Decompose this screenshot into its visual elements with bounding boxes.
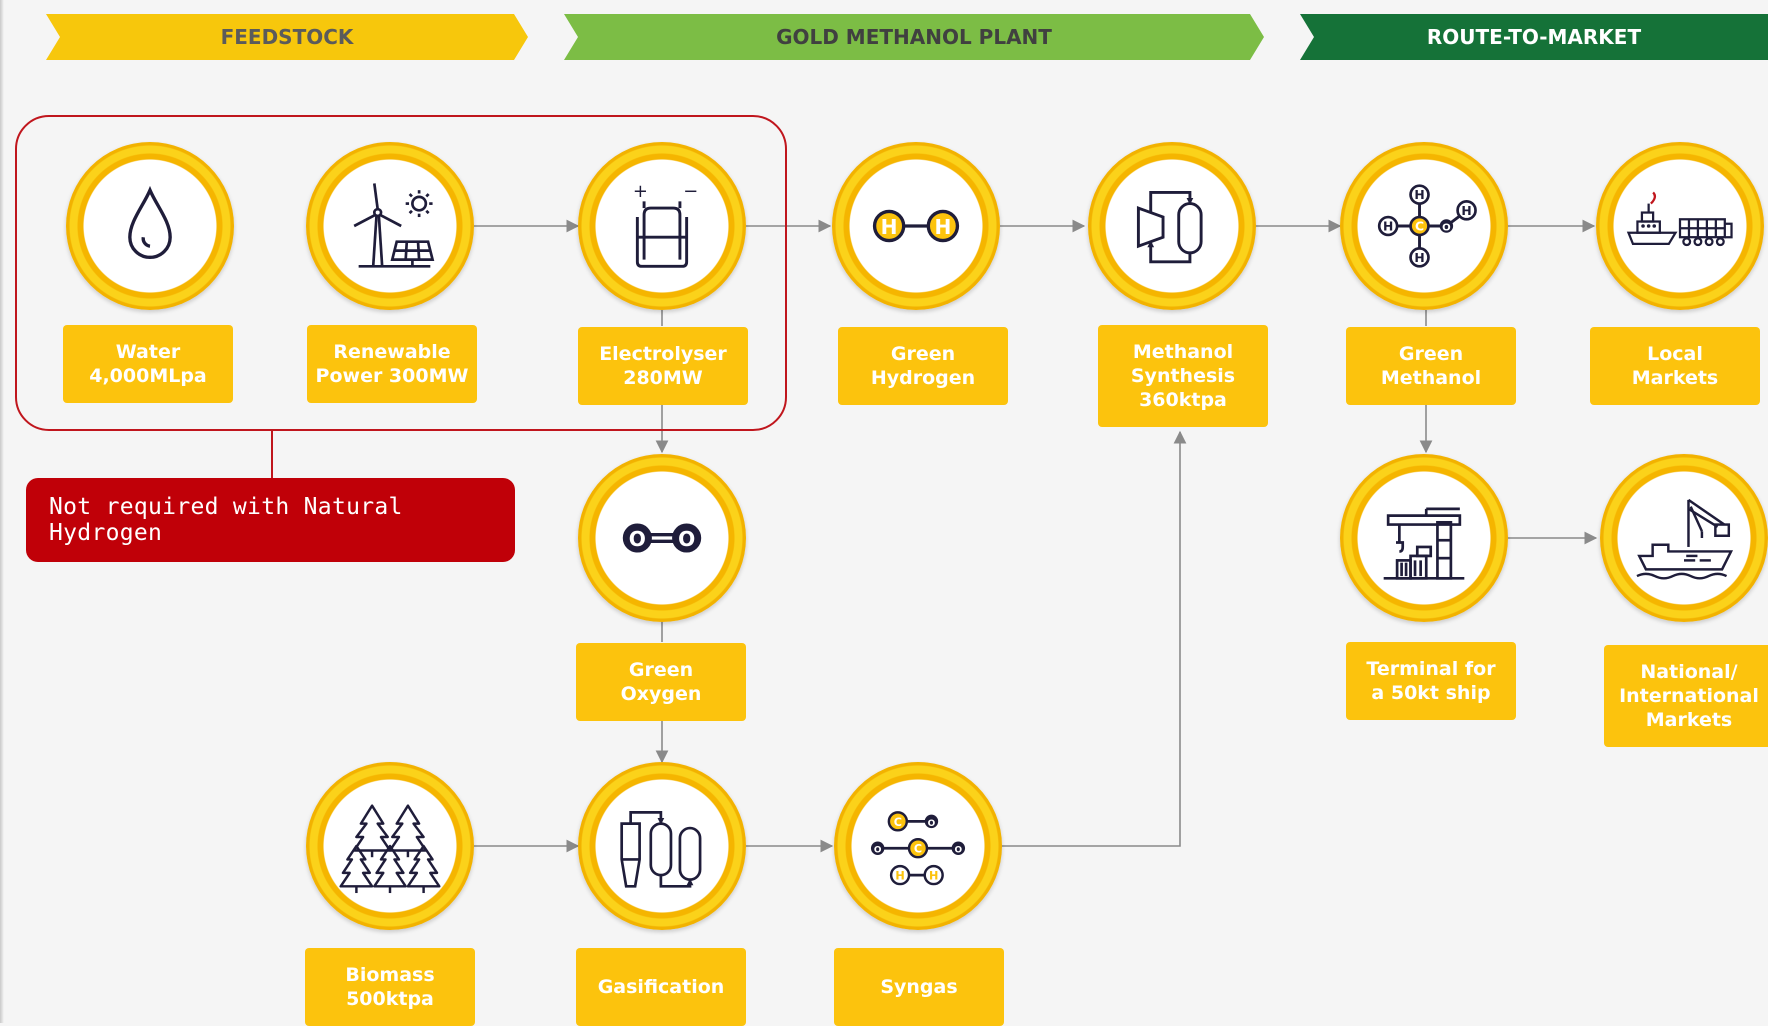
svg-text:+: + xyxy=(633,181,648,202)
biomass-node xyxy=(306,762,474,930)
methanol-molecule-icon: C H H H O H xyxy=(1377,184,1477,268)
gasification-label: Gasification xyxy=(576,948,746,1026)
svg-text:O: O xyxy=(678,527,695,551)
renewable-label: Renewable Power 300MW xyxy=(307,325,477,403)
methanol-label: Green Methanol xyxy=(1346,327,1516,405)
electrolyser-node: + − xyxy=(578,142,746,310)
phase-gold-methanol-plant: GOLD METHANOL PLANT xyxy=(564,14,1264,60)
local-markets-node xyxy=(1596,142,1764,310)
wind-solar-icon xyxy=(353,183,435,268)
svg-text:O: O xyxy=(928,819,936,829)
terminal-node xyxy=(1340,454,1508,622)
hydrogen-molecule-icon: H H xyxy=(872,209,960,243)
crane-ship-icon xyxy=(1636,498,1734,580)
svg-text:H: H xyxy=(1461,204,1471,218)
svg-text:C: C xyxy=(914,843,922,856)
terminal-label: Terminal for a 50kt ship xyxy=(1346,642,1516,720)
national-markets-label: National/ International Markets xyxy=(1604,645,1768,747)
electrolyser-label: Electrolyser 280MW xyxy=(578,327,748,405)
oxygen-molecule-icon: O O xyxy=(622,523,702,553)
biomass-label: Biomass 500ktpa xyxy=(305,948,475,1026)
gasification-node xyxy=(578,762,746,930)
svg-text:−: − xyxy=(683,181,698,202)
svg-text:H: H xyxy=(881,215,898,239)
water-label: Water 4,000MLpa xyxy=(63,325,233,403)
svg-text:H: H xyxy=(1383,219,1393,233)
oxygen-label: Green Oxygen xyxy=(576,643,746,721)
syngas-node: C O O C O H H xyxy=(834,762,1002,930)
svg-text:H: H xyxy=(1414,251,1424,265)
natural-hydrogen-group-frame xyxy=(15,115,787,431)
trees-icon xyxy=(339,804,441,894)
svg-text:H: H xyxy=(934,215,951,239)
phase-route-to-market: ROUTE-TO-MARKET xyxy=(1300,14,1768,60)
ship-train-icon xyxy=(1626,191,1733,247)
syngas-molecule-icon: C O O C O H H xyxy=(870,811,966,886)
left-edge-shadow xyxy=(0,0,4,1023)
synthesis-label: Methanol Synthesis 360ktpa xyxy=(1098,325,1268,427)
svg-text:O: O xyxy=(955,846,963,856)
oxygen-node: O O xyxy=(578,454,746,622)
arrow-syngas-to-synthesis xyxy=(1002,430,1187,847)
svg-text:O: O xyxy=(874,846,882,856)
renewable-node xyxy=(306,142,474,310)
natural-hydrogen-callout: Not required with Natural Hydrogen xyxy=(26,478,515,562)
syngas-label: Syngas xyxy=(834,948,1004,1026)
svg-text:O: O xyxy=(629,527,646,551)
callout-stem xyxy=(271,431,273,478)
svg-text:H: H xyxy=(929,870,938,883)
hydrogen-node: H H xyxy=(832,142,1000,310)
svg-text:C: C xyxy=(894,816,902,829)
local-markets-label: Local Markets xyxy=(1590,327,1760,405)
phase-feedstock: FEEDSTOCK xyxy=(46,14,528,60)
synthesis-node xyxy=(1088,142,1256,310)
electrolyser-icon: + − xyxy=(633,181,698,268)
national-markets-node xyxy=(1600,454,1768,622)
svg-text:O: O xyxy=(1442,222,1451,233)
water-node xyxy=(66,142,234,310)
svg-text:H: H xyxy=(1414,188,1424,202)
gasifier-icon xyxy=(620,811,702,888)
water-drop-icon xyxy=(128,185,172,259)
svg-text:C: C xyxy=(1415,219,1424,233)
hydrogen-label: Green Hydrogen xyxy=(838,327,1008,405)
methanol-node: C H H H O H xyxy=(1340,142,1508,310)
svg-text:H: H xyxy=(895,870,904,883)
port-terminal-icon xyxy=(1383,507,1465,580)
reactor-icon xyxy=(1136,190,1203,264)
